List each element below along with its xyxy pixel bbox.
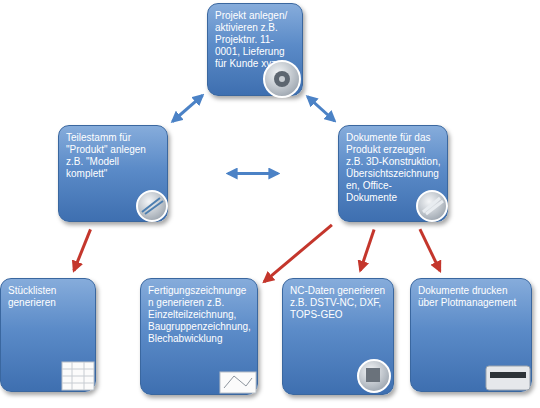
flow-arrow — [228, 172, 278, 175]
process-box: Teilestamm für "Produkt" anlegen z.B. "M… — [58, 125, 168, 222]
box-text: Projekt anlegen/ aktivieren z.B. Projekt… — [215, 10, 296, 70]
box-text: Dokumente für das Produkt erzeugen z.B. … — [346, 132, 441, 204]
process-box: NC-Daten generieren z.B. DSTV-NC, DXF, T… — [282, 278, 394, 395]
box-text: Stücklisten generieren — [8, 285, 89, 309]
box-text: Teilestamm für "Produkt" anlegen z.B. "M… — [66, 132, 161, 180]
flow-arrow — [173, 95, 203, 121]
flow-arrow — [264, 225, 332, 282]
flow-arrow — [420, 229, 440, 271]
box-text: Fertigungszeichnungen generieren z.B. Ei… — [148, 285, 251, 345]
box-text: NC-Daten generieren z.B. DSTV-NC, DXF, T… — [290, 285, 387, 321]
box-text: Dokumente drucken über Plotmanagement — [418, 285, 525, 309]
flow-arrow — [308, 97, 335, 121]
process-box: Stücklisten generieren — [0, 278, 96, 392]
process-box: Dokumente drucken über Plotmanagement — [410, 278, 532, 392]
flow-arrow — [74, 229, 91, 270]
flow-arrow — [360, 230, 374, 271]
process-box: Projekt anlegen/ aktivieren z.B. Projekt… — [207, 3, 303, 96]
process-box: Fertigungszeichnungen generieren z.B. Ei… — [140, 278, 258, 395]
process-box: Dokumente für das Produkt erzeugen z.B. … — [338, 125, 448, 222]
